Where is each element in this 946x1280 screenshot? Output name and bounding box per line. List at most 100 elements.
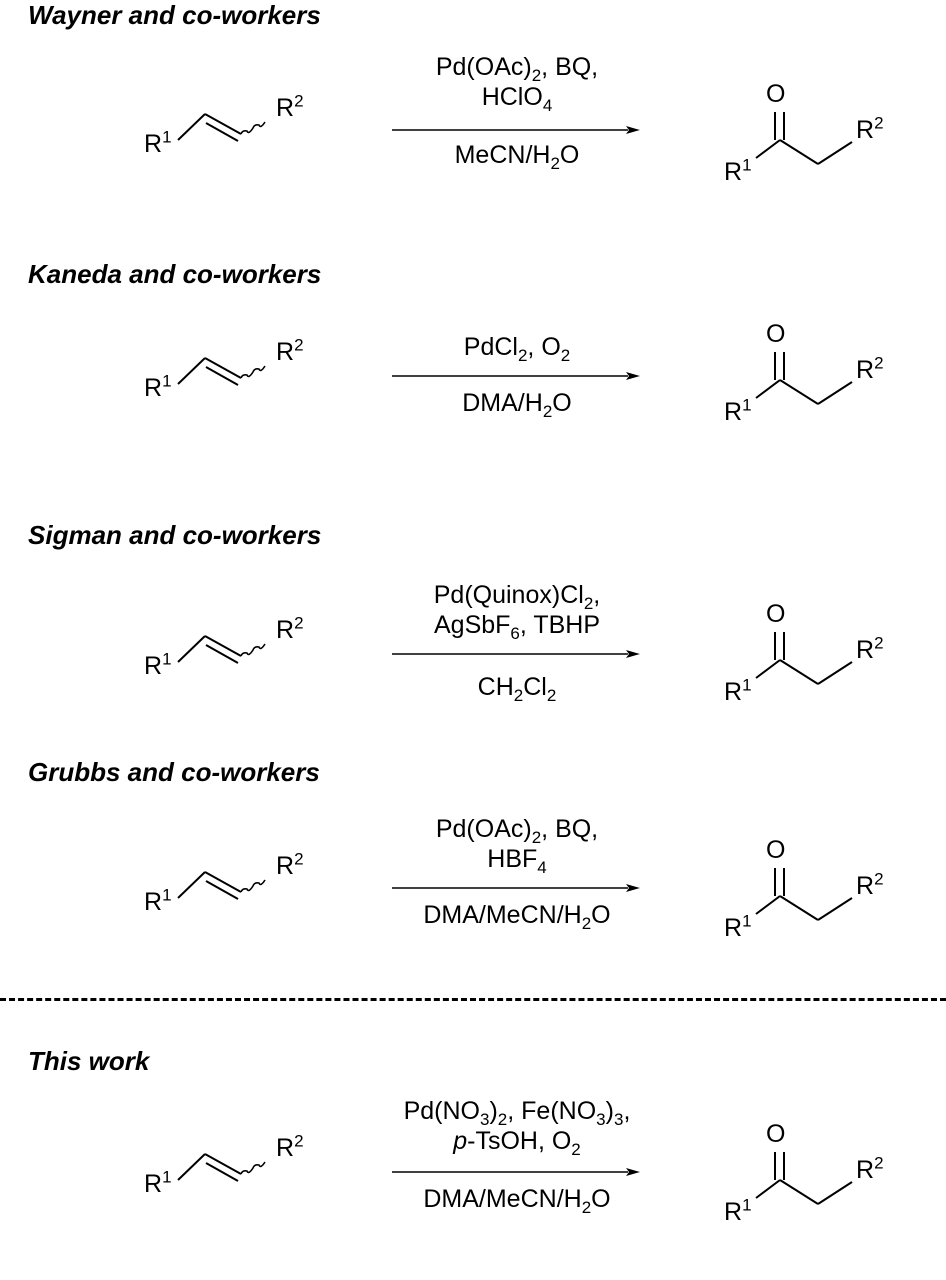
reagent-line: PdCl2, O2 bbox=[463, 333, 571, 365]
product-bond-r1 bbox=[755, 139, 781, 159]
double-bond-lower bbox=[205, 1162, 239, 1182]
product-r2-label: R2 bbox=[856, 113, 884, 144]
arrow-head bbox=[626, 126, 640, 134]
reagent-line: HBF4 bbox=[487, 845, 547, 877]
reagent-line: Pd(NO3)2, Fe(NO3)3, bbox=[403, 1097, 631, 1129]
double-bond-upper bbox=[204, 871, 242, 893]
product-bond-r2 bbox=[817, 661, 853, 685]
product-bond-ch2 bbox=[779, 139, 819, 165]
product-bond-ch2 bbox=[779, 1179, 819, 1205]
reactant-r2-label: R2 bbox=[276, 613, 304, 644]
alkene-bond bbox=[177, 635, 206, 663]
structure-drawing bbox=[177, 352, 853, 405]
reaction-sigman: Pd(Quinox)Cl2,AgSbF6, TBHP CH2Cl2 R1 R2 O R… bbox=[0, 558, 946, 758]
reagent-line: Pd(OAc)2, BQ, bbox=[435, 815, 599, 847]
double-bond-lower bbox=[205, 880, 239, 900]
reagent-above: Pd(OAc)2, BQ,HBF4 bbox=[384, 814, 650, 877]
product-r1-label: R1 bbox=[724, 675, 752, 706]
product-oxygen-label: O bbox=[766, 1120, 786, 1148]
product-bond-r1 bbox=[755, 1179, 781, 1199]
wavy-bond bbox=[240, 643, 266, 657]
reactant-r1-label: R1 bbox=[144, 1167, 172, 1198]
arrow-head bbox=[626, 650, 640, 658]
structure-drawing bbox=[177, 1152, 853, 1205]
product-bond-r1 bbox=[755, 895, 781, 915]
product-bond-ch2 bbox=[779, 659, 819, 685]
reagent-below: CH2Cl2 bbox=[384, 672, 650, 705]
heading-this-work: This work bbox=[28, 1046, 150, 1076]
reactant-r1-label: R1 bbox=[144, 885, 172, 916]
reactant-r2-label: R2 bbox=[276, 91, 304, 122]
reaction-this-work: Pd(NO3)2, Fe(NO3)3,p-TsOH, O2 DMA/MeCN/H… bbox=[0, 1080, 946, 1280]
reagent-below: DMA/MeCN/H2O bbox=[384, 1184, 650, 1217]
reagent-above: Pd(Quinox)Cl2,AgSbF6, TBHP bbox=[384, 580, 650, 643]
reagent-above: Pd(NO3)2, Fe(NO3)3,p-TsOH, O2 bbox=[384, 1096, 650, 1159]
product-oxygen-label: O bbox=[766, 320, 786, 348]
reaction-wayner: Pd(OAc)2, BQ,HClO4 MeCN/H2O R1 R2 O R1 R2 bbox=[0, 40, 946, 240]
structure-drawing bbox=[177, 632, 853, 685]
product-r1-label: R1 bbox=[724, 911, 752, 942]
reactant-r1-label: R1 bbox=[144, 649, 172, 680]
structure-drawing bbox=[177, 112, 853, 165]
product-bond-ch2 bbox=[779, 379, 819, 405]
alkene-bond bbox=[177, 871, 206, 899]
reactant-r2-label: R2 bbox=[276, 335, 304, 366]
product-r1-label: R1 bbox=[724, 155, 752, 186]
reagent-line: DMA/MeCN/H2O bbox=[423, 1185, 611, 1217]
reagent-line: p-TsOH, O2 bbox=[453, 1127, 581, 1159]
reagent-line: HClO4 bbox=[481, 83, 553, 115]
reagent-line: Pd(OAc)2, BQ, bbox=[435, 53, 599, 85]
reactant-r2-label: R2 bbox=[276, 1131, 304, 1162]
reagent-below: DMA/MeCN/H2O bbox=[384, 900, 650, 933]
product-bond-r2 bbox=[817, 897, 853, 921]
product-bond-ch2 bbox=[779, 895, 819, 921]
wavy-bond bbox=[240, 879, 266, 893]
reactant-r1-label: R1 bbox=[144, 371, 172, 402]
reagent-below: MeCN/H2O bbox=[384, 140, 650, 173]
product-bond-r1 bbox=[755, 659, 781, 679]
product-bond-r2 bbox=[817, 141, 853, 165]
double-bond-lower bbox=[205, 366, 239, 386]
heading-sigman: Sigman and co-workers bbox=[28, 520, 322, 550]
heading-kaneda: Kaneda and co-workers bbox=[28, 259, 322, 289]
wavy-bond bbox=[240, 121, 266, 135]
reagent-above: Pd(OAc)2, BQ,HClO4 bbox=[384, 52, 650, 115]
structure-drawing bbox=[177, 868, 853, 921]
arrow-head bbox=[626, 1168, 640, 1176]
product-r2-label: R2 bbox=[856, 633, 884, 664]
double-bond-upper bbox=[204, 113, 242, 135]
reactant-r1-label: R1 bbox=[144, 127, 172, 158]
reagent-line: DMA/H2O bbox=[462, 389, 572, 421]
alkene-bond bbox=[177, 357, 206, 385]
reaction-kaneda: PdCl2, O2 DMA/H2O R1 R2 O R1 R2 bbox=[0, 300, 946, 500]
double-bond-upper bbox=[204, 357, 242, 379]
product-r1-label: R1 bbox=[724, 395, 752, 426]
alkene-bond bbox=[177, 113, 206, 141]
product-bond-r2 bbox=[817, 381, 853, 405]
heading-wayner: Wayner and co-workers bbox=[28, 0, 321, 30]
product-r1-label: R1 bbox=[724, 1195, 752, 1226]
reagent-above: PdCl2, O2 bbox=[384, 332, 650, 365]
heading-grubbs: Grubbs and co-workers bbox=[28, 757, 320, 787]
wavy-bond bbox=[240, 365, 266, 379]
product-oxygen-label: O bbox=[766, 836, 786, 864]
reagent-line: AgSbF6, TBHP bbox=[433, 611, 601, 643]
product-oxygen-label: O bbox=[766, 600, 786, 628]
double-bond-upper bbox=[204, 635, 242, 657]
alkene-bond bbox=[177, 1153, 206, 1181]
arrow-head bbox=[626, 884, 640, 892]
reagent-below: DMA/H2O bbox=[384, 388, 650, 421]
product-bond-r2 bbox=[817, 1181, 853, 1205]
product-r2-label: R2 bbox=[856, 353, 884, 384]
arrow-head bbox=[626, 372, 640, 380]
reagent-line: CH2Cl2 bbox=[477, 673, 557, 705]
product-r2-label: R2 bbox=[856, 869, 884, 900]
reagent-line: Pd(Quinox)Cl2, bbox=[433, 581, 601, 613]
product-r2-label: R2 bbox=[856, 1153, 884, 1184]
reagent-line: DMA/MeCN/H2O bbox=[423, 901, 611, 933]
product-oxygen-label: O bbox=[766, 80, 786, 108]
reagent-line: MeCN/H2O bbox=[454, 141, 580, 173]
wavy-bond bbox=[240, 1161, 266, 1175]
double-bond-lower bbox=[205, 122, 239, 142]
